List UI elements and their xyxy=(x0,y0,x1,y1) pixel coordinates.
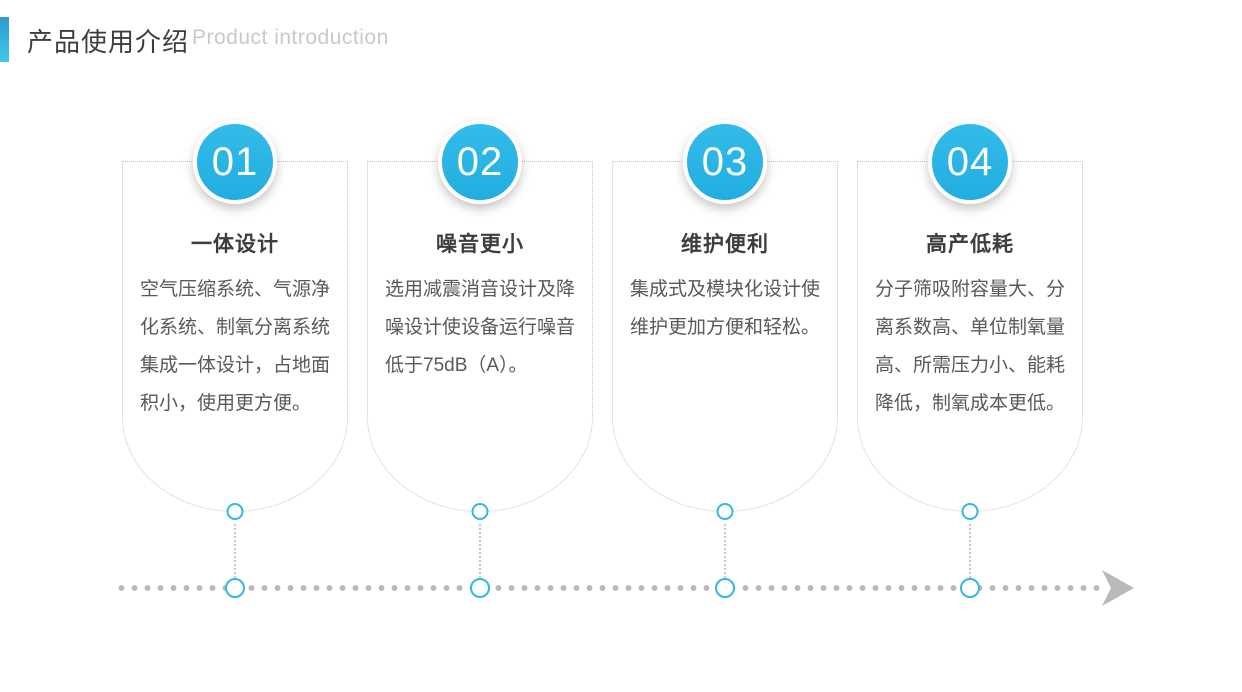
connector-line-2 xyxy=(479,524,481,578)
page-subtitle: Product introduction xyxy=(192,26,389,49)
step-number-badge-1: 01 xyxy=(193,120,277,204)
timeline-node-4 xyxy=(960,578,980,598)
arrow-right-icon xyxy=(1102,570,1134,611)
card-title-4: 高产低耗 xyxy=(926,233,1014,256)
card-body-1: 空气压缩系统、气源净化系统、制氧分离系统集成一体设计，占地面积小，使用更方便。 xyxy=(140,279,331,414)
step-number-2: 02 xyxy=(456,139,504,184)
card-body-3: 集成式及模块化设计使维护更加方便和轻松。 xyxy=(630,279,821,338)
step-number-badge-3: 03 xyxy=(683,120,767,204)
timeline-node-2 xyxy=(470,578,490,598)
step-number-3: 03 xyxy=(701,139,749,184)
step-number-1: 01 xyxy=(211,139,259,184)
card-anchor-dot-3 xyxy=(716,503,734,520)
connector-line-1 xyxy=(234,524,236,578)
connector-line-4 xyxy=(969,524,971,578)
card-title-3: 维护便利 xyxy=(681,233,769,256)
step-number-4: 04 xyxy=(946,139,994,184)
card-body-2: 选用减震消音设计及降噪设计使设备运行噪音低于75dB（A）。 xyxy=(385,279,576,376)
card-anchor-dot-4 xyxy=(961,503,979,520)
slide-header: 产品使用介绍 Product introduction xyxy=(0,0,1242,80)
timeline-node-3 xyxy=(715,578,735,598)
timeline-node-1 xyxy=(225,578,245,598)
feature-card-3: 03 维护便利 集成式及模块化设计使维护更加方便和轻松。 xyxy=(612,120,838,520)
timeline-dotted-line xyxy=(115,584,1100,592)
card-anchor-dot-1 xyxy=(226,503,244,520)
feature-card-4: 04 高产低耗 分子筛吸附容量大、分离系数高、单位制氧量高、所需压力小、能耗降低… xyxy=(857,120,1083,520)
step-number-badge-4: 04 xyxy=(928,120,1012,204)
title-accent-bar xyxy=(0,17,9,62)
card-title-2: 噪音更小 xyxy=(436,233,524,256)
step-number-badge-2: 02 xyxy=(438,120,522,204)
connector-line-3 xyxy=(724,524,726,578)
feature-card-1: 01 一体设计 空气压缩系统、气源净化系统、制氧分离系统集成一体设计，占地面积小… xyxy=(122,120,348,520)
feature-card-2: 02 噪音更小 选用减震消音设计及降噪设计使设备运行噪音低于75dB（A）。 xyxy=(367,120,593,520)
card-anchor-dot-2 xyxy=(471,503,489,520)
card-body-4: 分子筛吸附容量大、分离系数高、单位制氧量高、所需压力小、能耗降低，制氧成本更低。 xyxy=(875,279,1066,414)
card-title-1: 一体设计 xyxy=(191,233,279,256)
page-title: 产品使用介绍 xyxy=(27,27,190,57)
